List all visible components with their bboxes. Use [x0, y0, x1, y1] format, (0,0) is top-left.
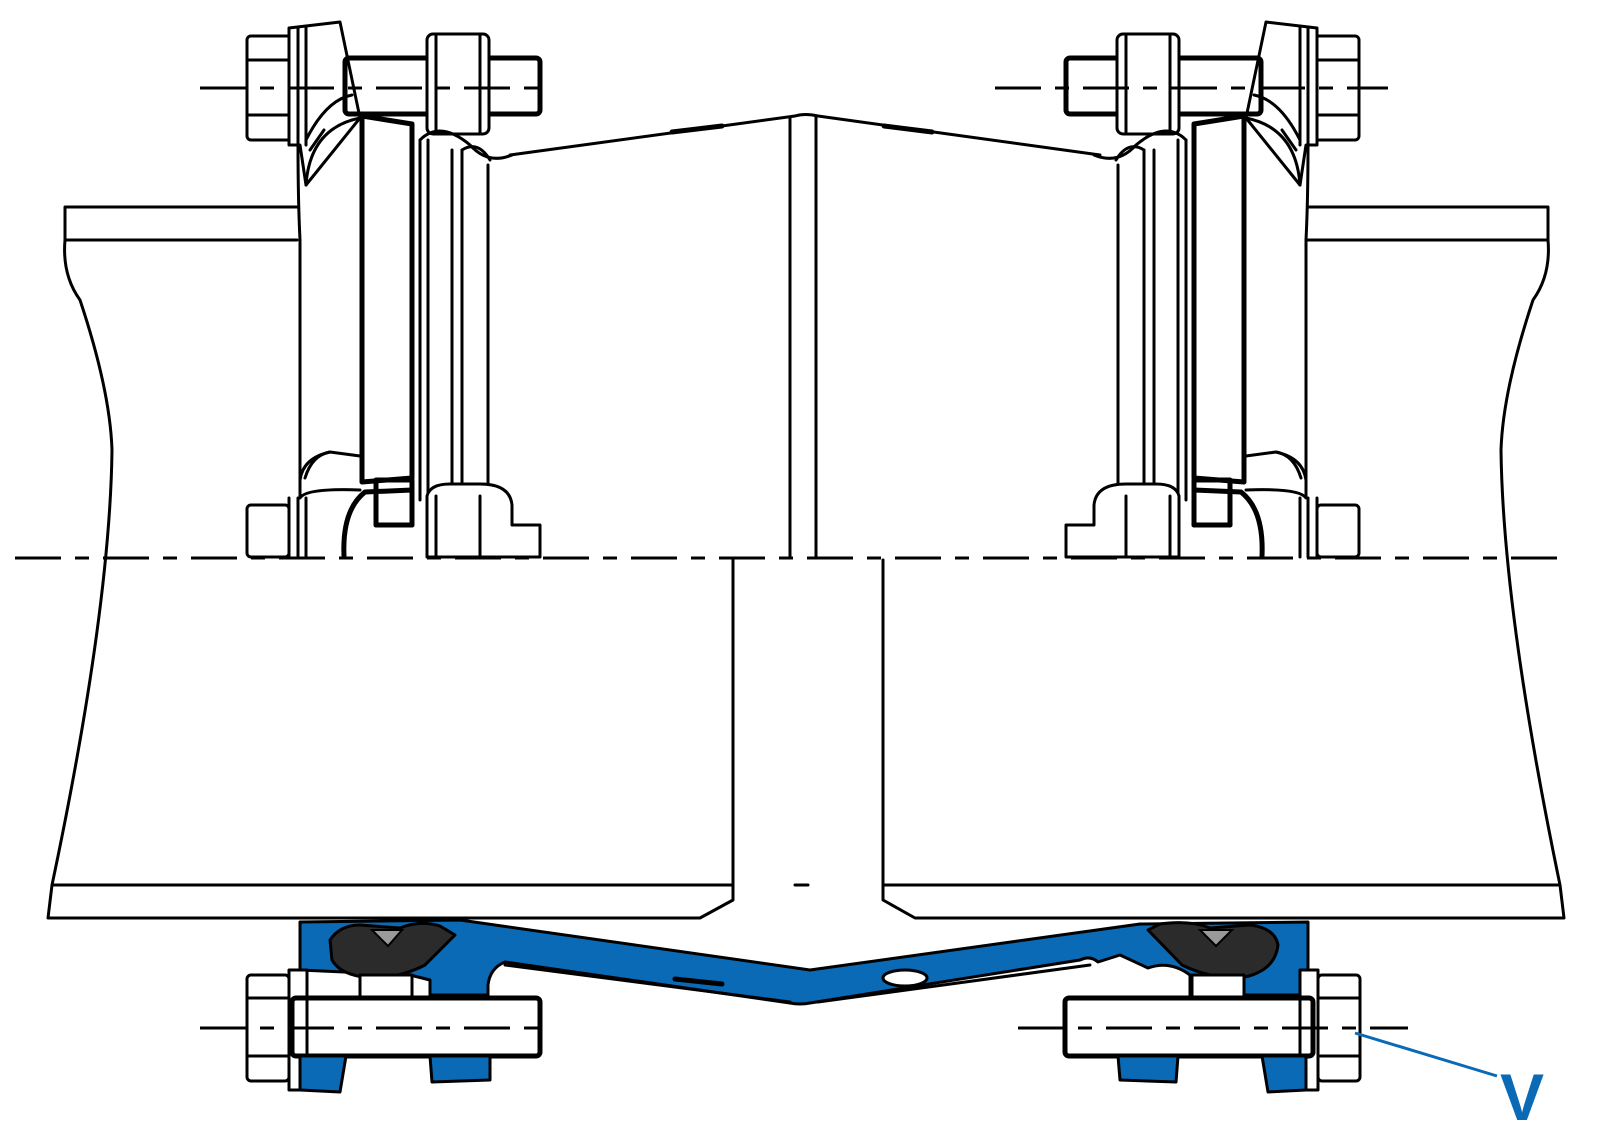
callout-label: V [1500, 1060, 1544, 1134]
left-top-flange [245, 20, 543, 559]
left-gasket [328, 921, 457, 980]
bottom-coupling-section [245, 918, 1362, 1094]
centerlines [15, 86, 1568, 1030]
top-center-sleeve [508, 113, 1102, 560]
callout-v: V [1354, 1031, 1544, 1134]
left-pipe [46, 205, 735, 920]
right-pipe [881, 205, 1566, 920]
right-top-flange [1063, 20, 1361, 559]
callout-leader-line [1354, 1031, 1498, 1078]
